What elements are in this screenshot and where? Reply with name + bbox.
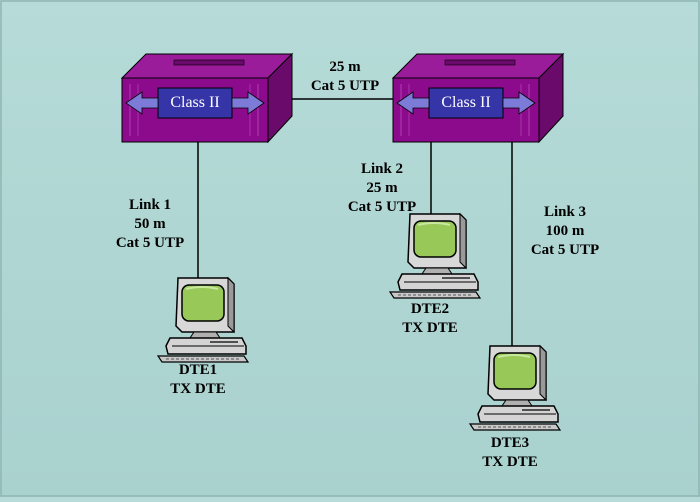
hub-right-label: Class II: [441, 94, 491, 111]
link2-label: Link 2 25 m Cat 5 UTP: [332, 160, 432, 217]
link2-name: Link 2: [360, 161, 404, 177]
hub-left-label: Class II: [170, 94, 220, 111]
dte1-type: TX DTE: [170, 381, 226, 397]
dte1-label: DTE1 TX DTE: [150, 361, 246, 399]
dte1-name: DTE1: [178, 362, 218, 378]
dte2-type: TX DTE: [402, 320, 458, 336]
trunk-label: 25 m Cat 5 UTP: [290, 58, 400, 96]
dte3-type: TX DTE: [482, 454, 538, 470]
link3-cable-type: Cat 5 UTP: [530, 242, 600, 258]
link1-length: 50 m: [134, 216, 166, 232]
link3-length: 100 m: [545, 223, 585, 239]
link3-name: Link 3: [543, 204, 587, 220]
dte1-computer-icon: [157, 277, 249, 363]
dte3-label: DTE3 TX DTE: [462, 434, 558, 472]
dte2-name: DTE2: [410, 301, 450, 317]
dte2-computer-icon: [389, 213, 481, 299]
link2-cable-type: Cat 5 UTP: [347, 199, 417, 215]
dte3-computer-icon: [469, 345, 561, 431]
link3-label: Link 3 100 m Cat 5 UTP: [515, 203, 615, 260]
trunk-cable-type: Cat 5 UTP: [310, 78, 380, 94]
trunk-length: 25 m: [329, 59, 361, 75]
link1-cable-type: Cat 5 UTP: [115, 235, 185, 251]
link2-length: 25 m: [366, 180, 398, 196]
link1-name: Link 1: [128, 197, 172, 213]
dte2-label: DTE2 TX DTE: [382, 300, 478, 338]
link1-label: Link 1 50 m Cat 5 UTP: [100, 196, 200, 253]
dte3-name: DTE3: [490, 435, 530, 451]
